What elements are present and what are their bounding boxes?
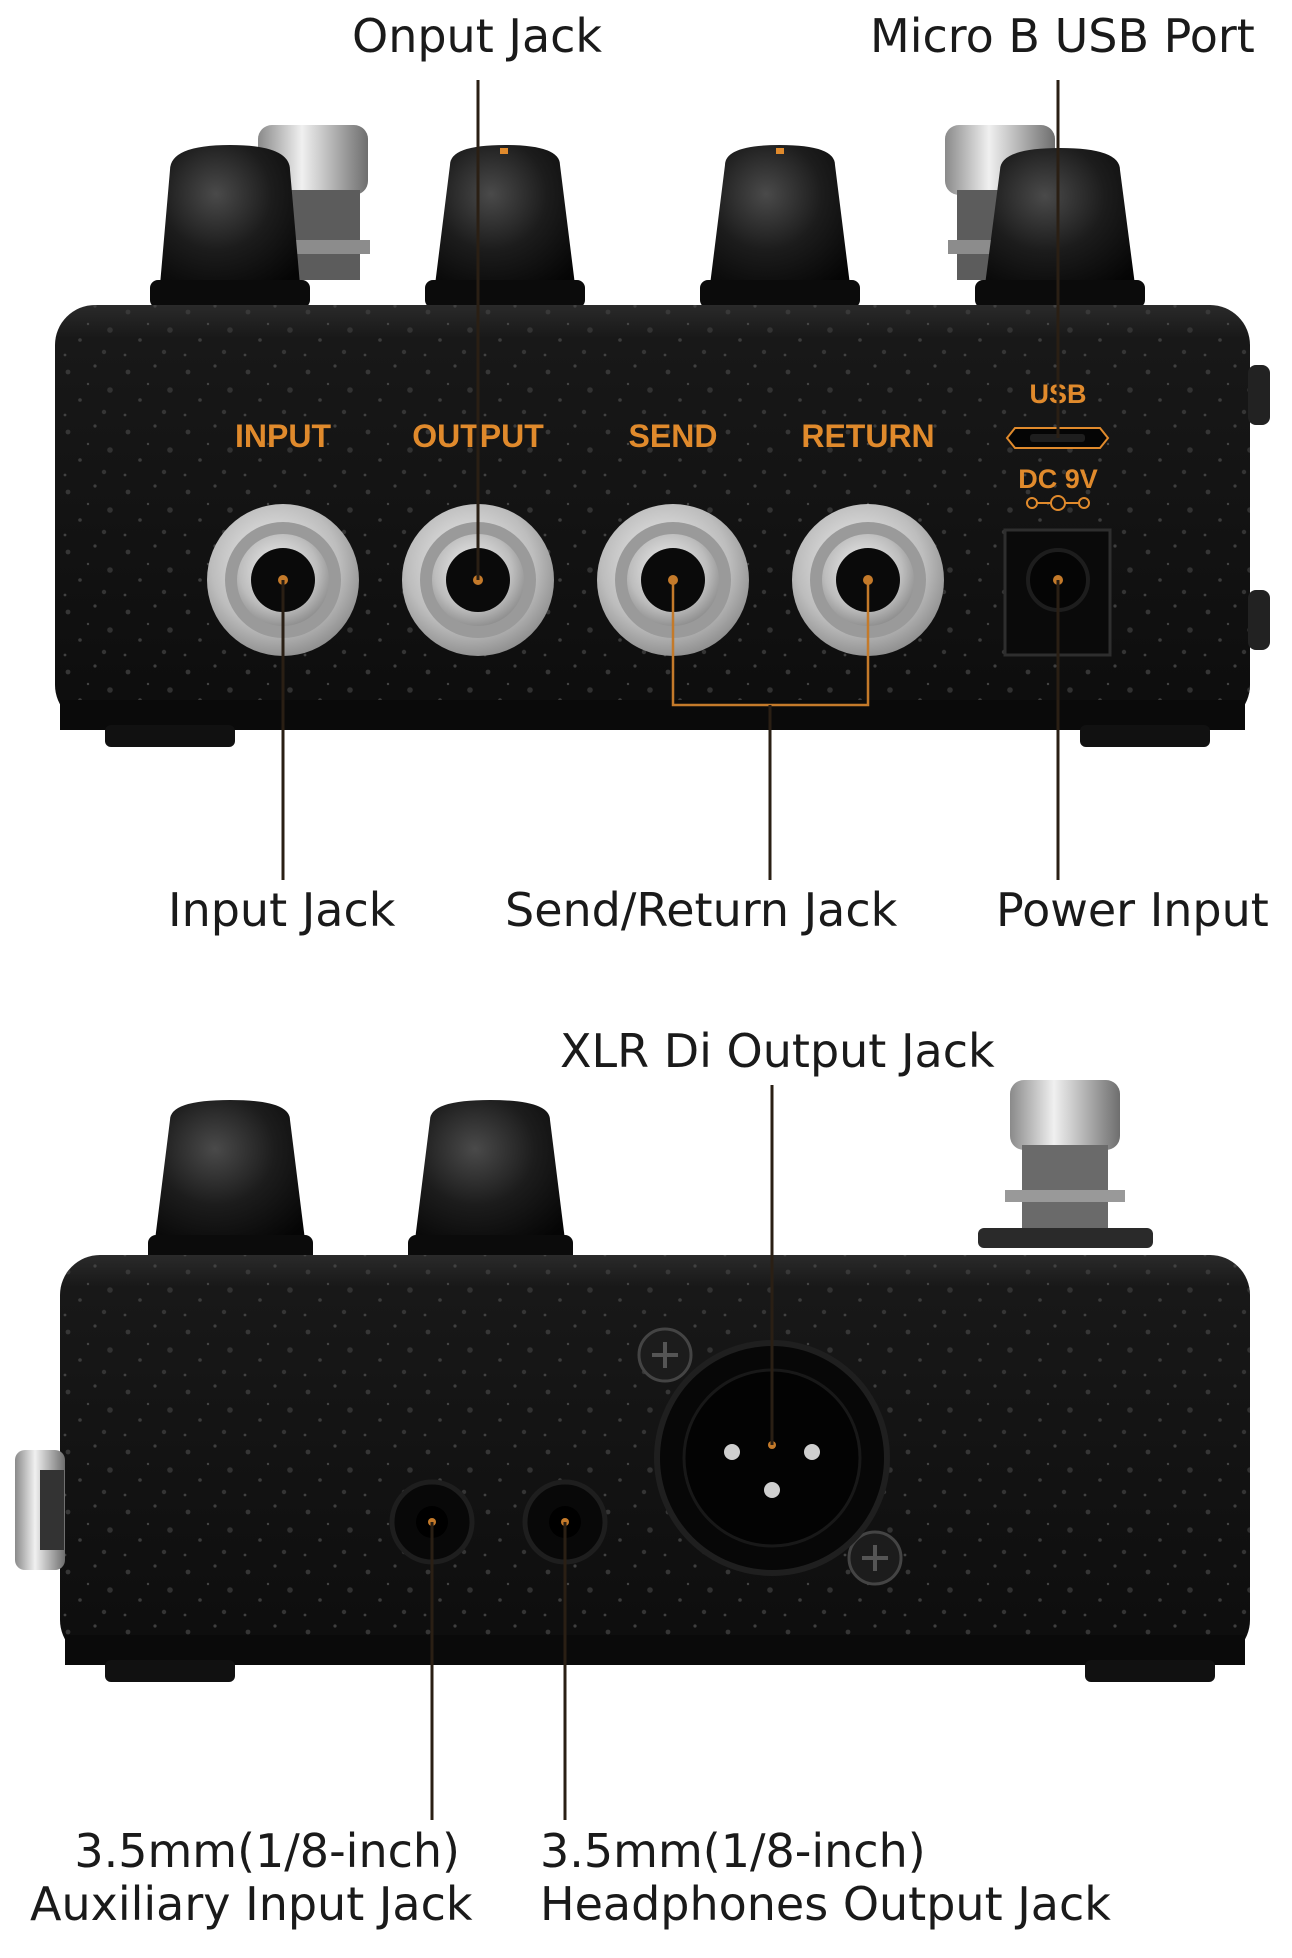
callout-power-input: Power Input (996, 883, 1269, 937)
knob-2 (425, 145, 585, 308)
label-input: INPUT (235, 418, 331, 454)
bottom-pedal-view (15, 1080, 1250, 1820)
knob-bottom-1 (148, 1100, 313, 1263)
knob-1 (150, 145, 310, 308)
callout-headphones: 3.5mm(1/8-inch) Headphones Output Jack (540, 1824, 1111, 1931)
callout-send-return-jack: Send/Return Jack (505, 883, 898, 937)
knob-bottom-2 (408, 1100, 573, 1263)
foot-left (105, 725, 235, 747)
xlr-output-jack (637, 1327, 903, 1586)
dc-polarity-icon (1026, 495, 1090, 511)
knob-4 (975, 148, 1145, 308)
callout-usb-port: Micro B USB Port (870, 9, 1255, 63)
callout-aux-input: 3.5mm(1/8-inch) Auxiliary Input Jack (30, 1824, 473, 1931)
label-return: RETURN (801, 418, 934, 454)
foot-bottom-left (105, 1660, 235, 1682)
callout-xlr: XLR Di Output Jack (560, 1024, 995, 1078)
label-dc: DC 9V (1018, 464, 1098, 494)
footswitch-bottom (978, 1080, 1153, 1248)
foot-bottom-right (1085, 1660, 1215, 1682)
side-jack-left (15, 1450, 65, 1570)
foot-right (1080, 725, 1210, 747)
top-pedal-view: INPUT OUTPUT SEND RETURN USB DC 9V (55, 80, 1270, 880)
label-send: SEND (629, 418, 718, 454)
callout-input-jack: Input Jack (168, 883, 396, 937)
knob-3 (700, 145, 860, 308)
callout-output-jack: Onput Jack (352, 9, 603, 63)
